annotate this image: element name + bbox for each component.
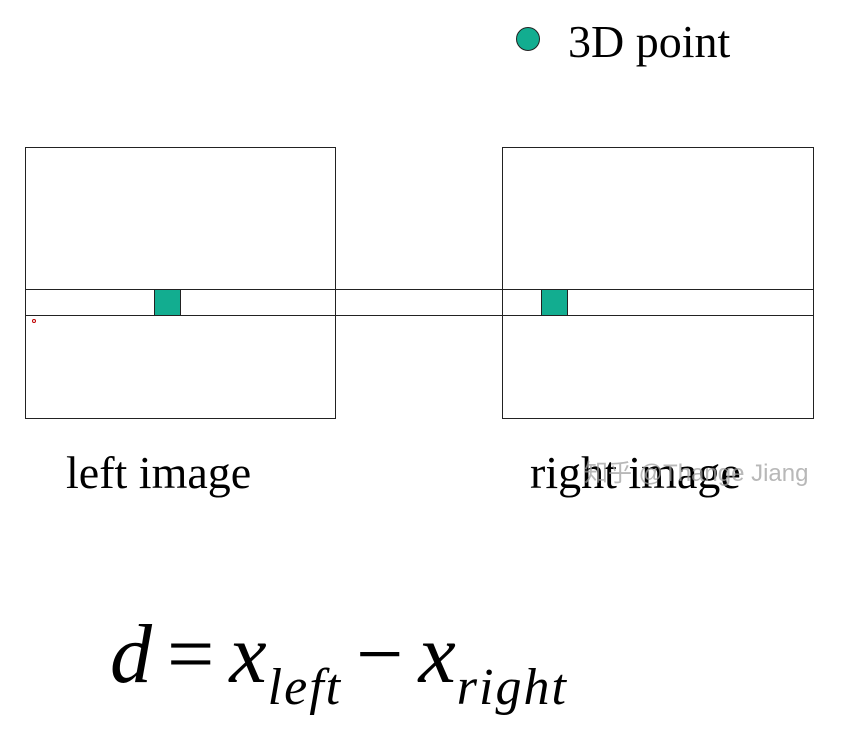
right-corresponding-pixel <box>541 289 568 316</box>
watermark: 知乎 @Thange Jiang <box>584 460 809 487</box>
left-image-caption: left image <box>66 447 252 498</box>
formula-equals: = <box>167 608 216 701</box>
legend-label: 3D point <box>568 16 731 67</box>
formula-term2-var: x <box>418 608 457 701</box>
disparity-formula: d=xleft−xright <box>110 600 568 714</box>
3d-point-legend-marker <box>516 27 540 51</box>
right-image-frame <box>502 147 814 419</box>
formula-term2-sub: right <box>456 659 568 716</box>
formula-term1-var: x <box>229 608 268 701</box>
formula-term1-sub: left <box>267 659 343 716</box>
left-corresponding-pixel <box>154 289 181 316</box>
left-image-frame <box>25 147 336 419</box>
right-image-caption: right image <box>530 447 741 498</box>
small-red-marker <box>32 319 36 323</box>
scanline-band <box>25 289 814 316</box>
formula-lhs: d <box>110 608 153 701</box>
formula-minus: − <box>356 608 405 701</box>
